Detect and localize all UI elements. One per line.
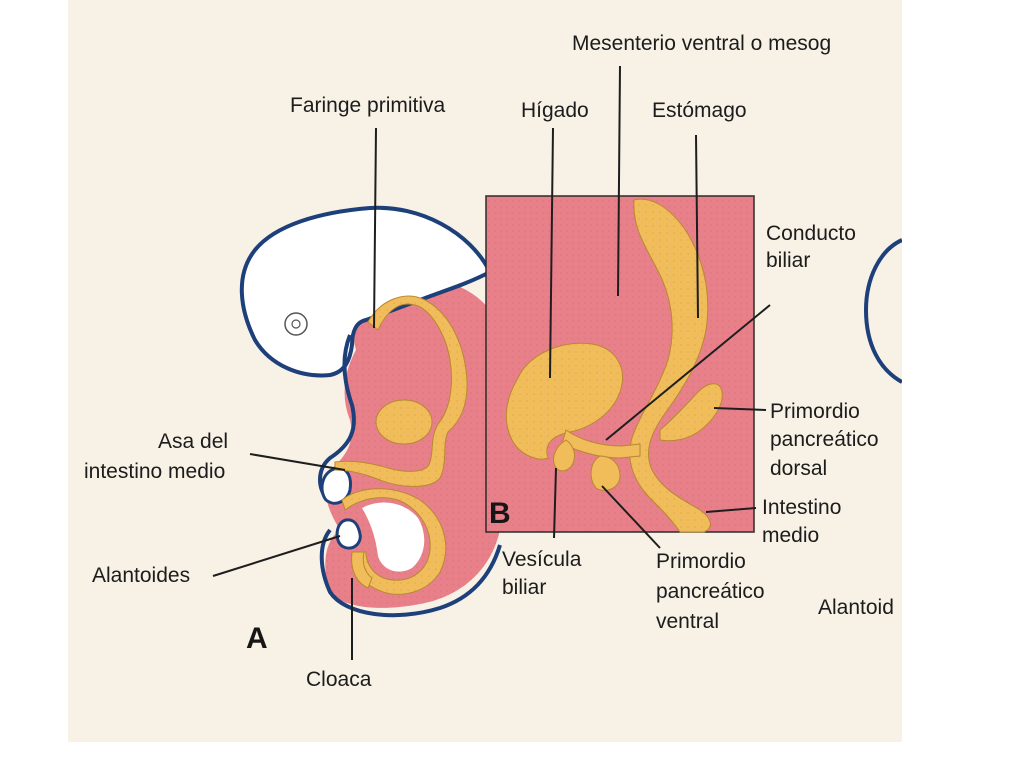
label-prim-dorsal-2: pancreático: [770, 428, 879, 451]
label-estomago: Estómago: [652, 99, 747, 122]
gallbladder-b: [553, 439, 575, 472]
label-conducto-2: biliar: [766, 249, 810, 272]
leader-mesenterio: [617, 65, 621, 297]
leader-faringe: [373, 127, 377, 329]
umbilical-opening: [320, 466, 352, 505]
cloaca-a: [351, 551, 373, 589]
label-alantoides-a: Alantoides: [92, 564, 190, 587]
right-margin: [902, 0, 1024, 768]
leader-vesicula: [553, 467, 557, 539]
label-alantoides-b: Alantoid: [818, 596, 894, 619]
embryo-tail-outline: [319, 528, 502, 618]
embryo-head-outline: [239, 205, 493, 378]
label-prim-ventral-2: pancreático: [656, 580, 765, 603]
label-mesenterio: Mesenterio ventral o mesog: [572, 32, 831, 55]
leader-asa: [249, 453, 346, 471]
label-prim-dorsal-3: dorsal: [770, 457, 827, 480]
leader-higado: [549, 127, 554, 379]
allantois-opening: [335, 518, 362, 550]
label-prim-ventral-1: Primordio: [656, 550, 746, 573]
ventral-pancreas-b: [590, 455, 621, 491]
label-intestino-1: Intestino: [762, 496, 841, 519]
bile-duct-b: [561, 429, 641, 459]
leader-estomago: [695, 134, 699, 319]
hindgut-lumen-a: [362, 502, 425, 572]
label-vesicula-1: Vesícula: [502, 548, 582, 571]
label-conducto-1: Conducto: [766, 222, 856, 245]
label-intestino-2: medio: [762, 524, 819, 547]
leader-alantoides: [212, 535, 341, 577]
embryo-ventral-outline: [318, 334, 356, 502]
embryo-eye: [284, 312, 308, 336]
bottom-margin: [0, 742, 1024, 768]
leader-prim-dorsal: [713, 407, 767, 411]
label-faringe: Faringe primitiva: [290, 94, 446, 117]
label-asa-1: Asa del: [158, 430, 228, 453]
label-cloaca: Cloaca: [306, 668, 372, 691]
label-asa-2: intestino medio: [84, 460, 225, 483]
panel-label-b: B: [489, 497, 511, 530]
label-higado: Hígado: [521, 99, 589, 122]
adjacent-figure-outline: [863, 238, 903, 384]
panel-label-a: A: [246, 622, 268, 655]
label-vesicula-2: biliar: [502, 576, 546, 599]
label-prim-dorsal-1: Primordio: [770, 400, 860, 423]
leader-prim-ventral: [601, 485, 661, 549]
leader-intestino: [705, 507, 757, 513]
leader-conducto: [605, 304, 771, 441]
label-prim-ventral-3: ventral: [656, 610, 719, 633]
